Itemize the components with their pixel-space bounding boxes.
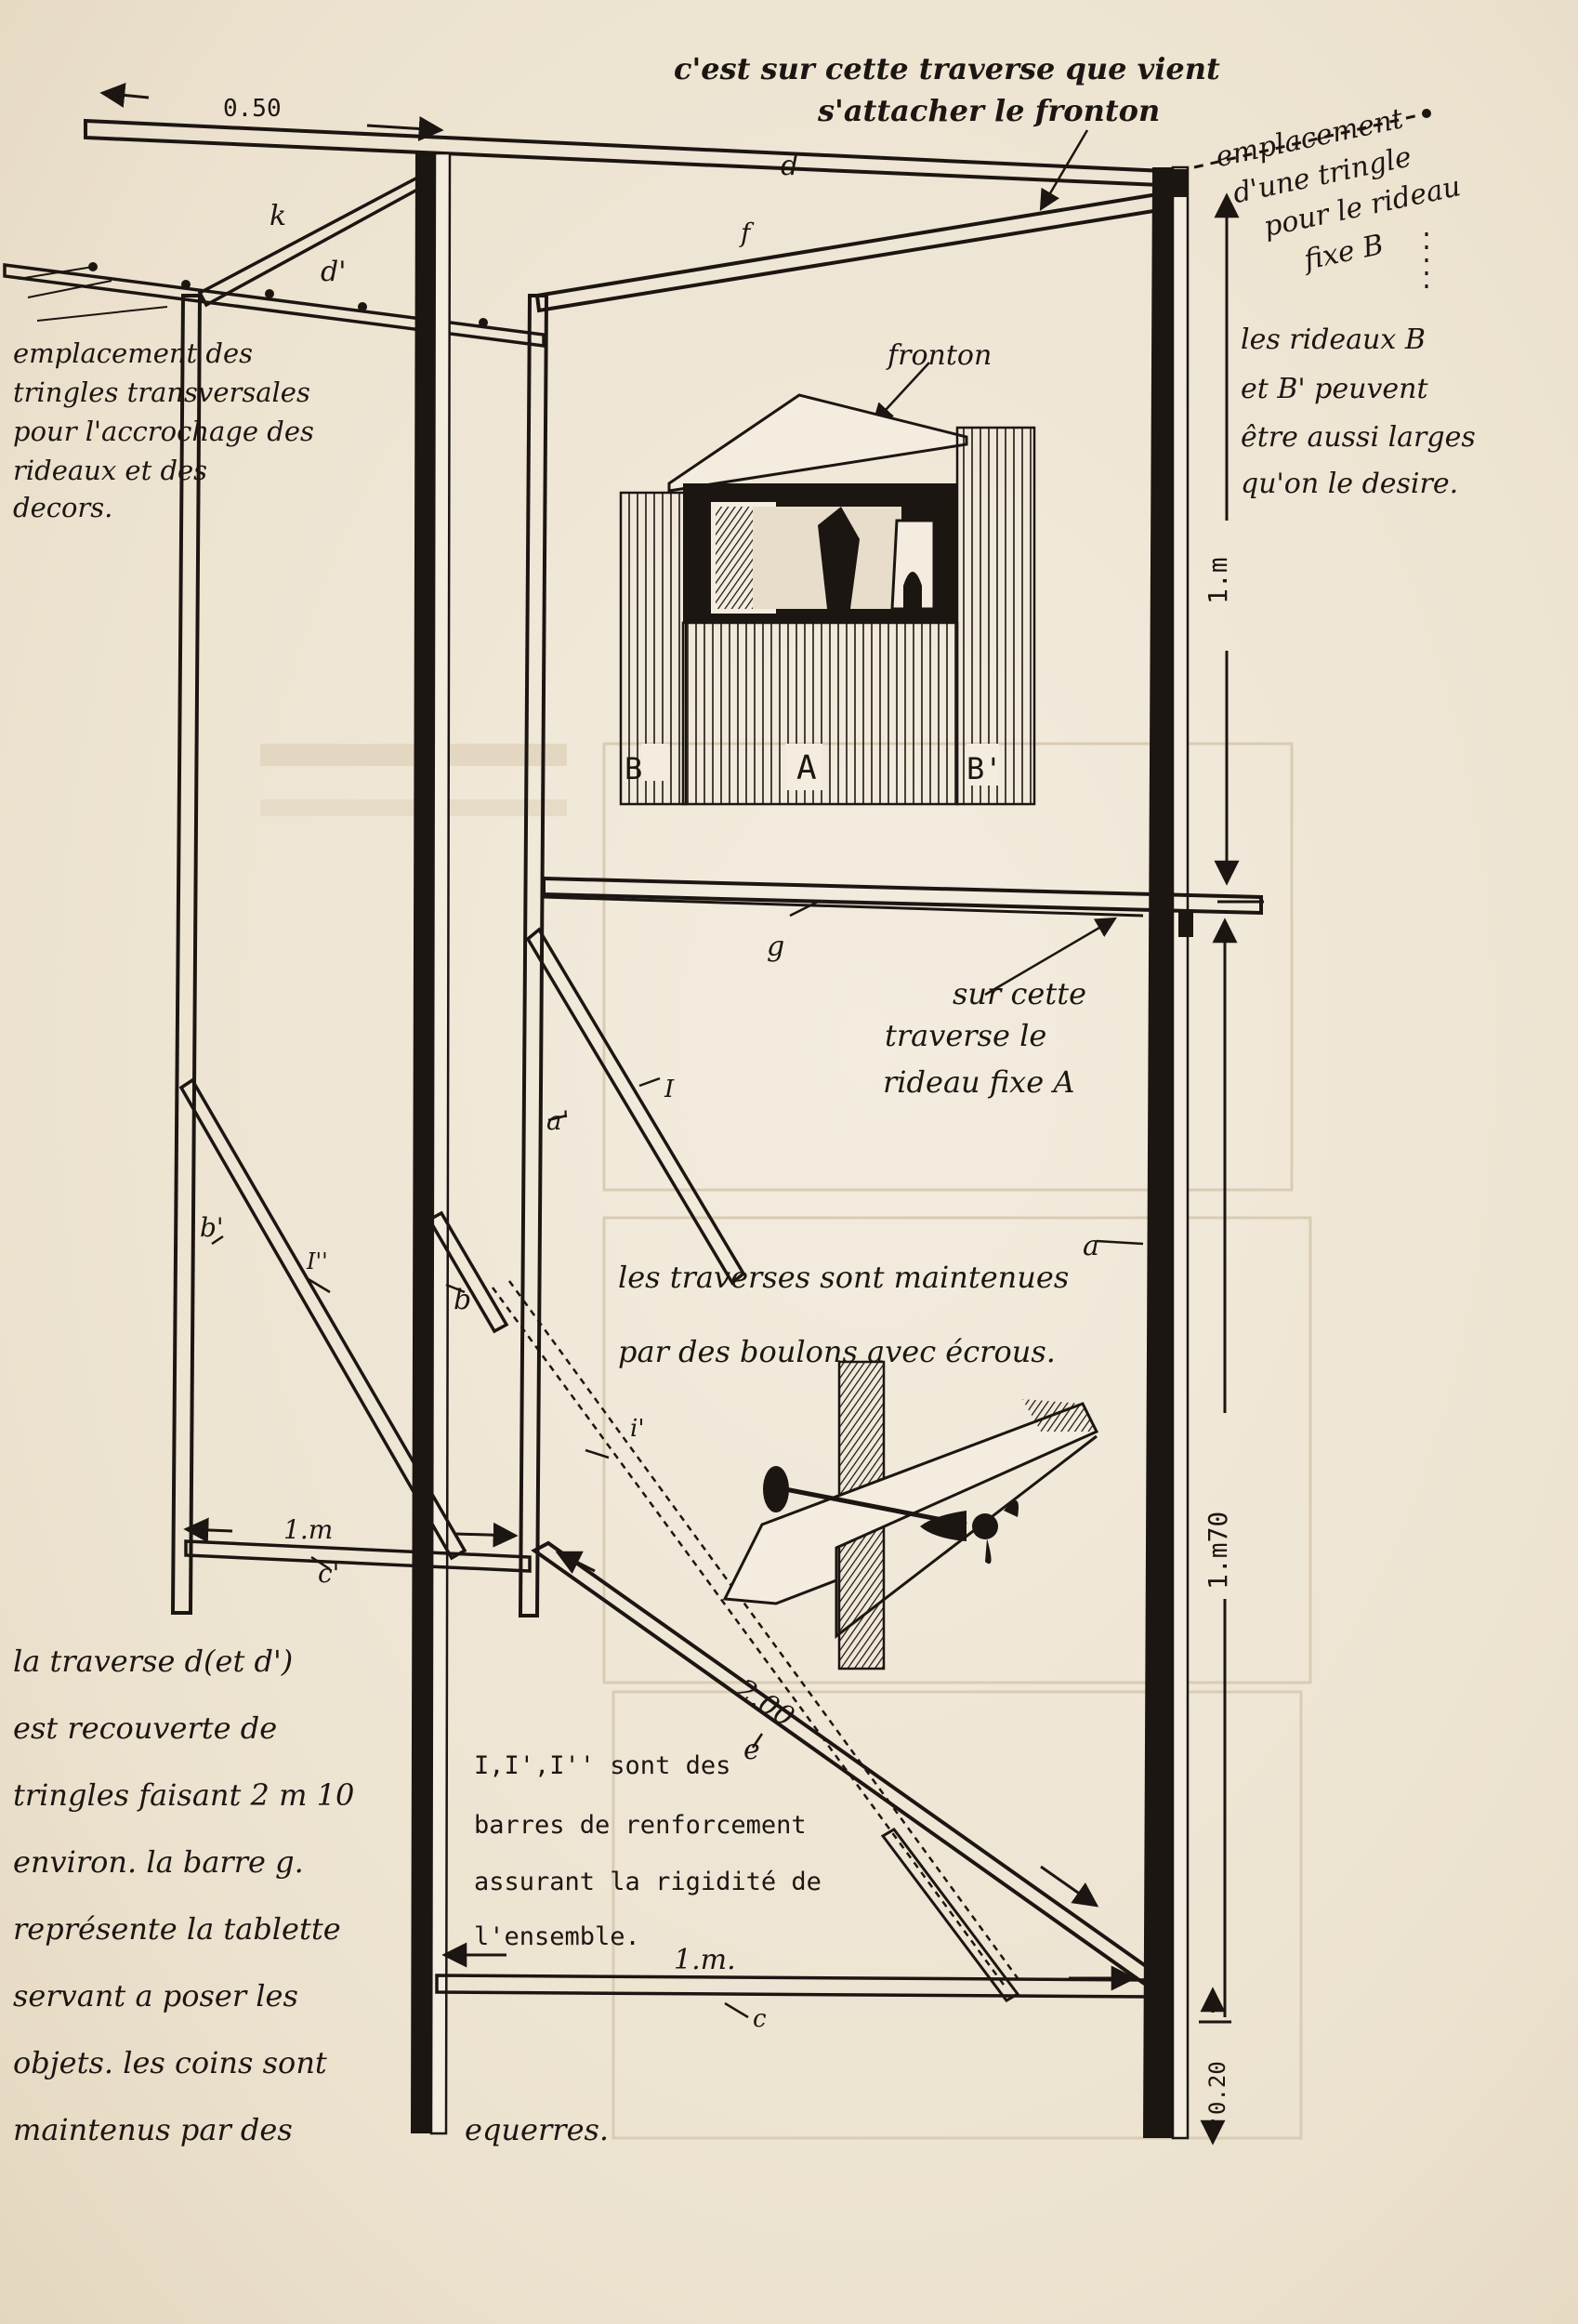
note-fronton: c'est sur cette traverse que vient s'att… xyxy=(674,51,1220,128)
label-e: e xyxy=(743,1734,760,1766)
note-curtains: les rideaux B et B' peuvent être aussi l… xyxy=(1241,324,1476,500)
svg-text:environ. la barre g.: environ. la barre g. xyxy=(13,1844,304,1880)
svg-text:fixe B: fixe B xyxy=(1299,229,1387,278)
label-i: I xyxy=(664,1076,675,1103)
rail-k xyxy=(197,172,430,308)
dim-bottom-left: 1.m xyxy=(283,1514,333,1545)
post-front-left xyxy=(411,153,437,2133)
svg-text:la traverse d(et d'): la traverse d(et d') xyxy=(13,1644,293,1679)
svg-text:l'ensemble.: l'ensemble. xyxy=(474,1922,640,1951)
note-fixed-curtain: sur cette traverse le rideau fixe A xyxy=(883,976,1086,1100)
rail-d-prime xyxy=(3,263,546,348)
label-a-prime: a' xyxy=(546,1105,569,1136)
svg-text:les rideaux B: les rideaux B xyxy=(1241,324,1426,356)
dimension-arrows xyxy=(99,82,1264,2146)
label-fronton: fronton xyxy=(886,339,992,372)
label-d-prime: d' xyxy=(321,256,346,288)
label-a: a xyxy=(1083,1230,1099,1262)
label-d: d xyxy=(781,150,798,182)
dim-height-upper: 1.m xyxy=(1203,557,1233,604)
svg-text:objets. les coins sont: objets. les coins sont xyxy=(13,2045,327,2080)
svg-text:decors.: decors. xyxy=(13,492,112,523)
svg-text:pour l'accrochage des: pour l'accrochage des xyxy=(13,416,314,447)
rail-d xyxy=(84,118,1188,189)
brace-e xyxy=(531,1540,1155,1986)
post-a xyxy=(1143,167,1173,2138)
svg-text:qu'on le desire.: qu'on le desire. xyxy=(1241,468,1458,500)
rail-c xyxy=(435,1974,1154,1999)
svg-text:s'attacher le fronton: s'attacher le fronton xyxy=(817,93,1160,128)
dim-height-lower: 1.m70 xyxy=(1203,1512,1233,1590)
label-curtain-a: A xyxy=(796,749,817,787)
label-curtain-b-prime: B' xyxy=(967,751,1003,786)
svg-text:maintenus par des: maintenus par des xyxy=(13,2112,293,2147)
pointer-lines xyxy=(211,129,1144,2019)
rail-c-prime xyxy=(184,1539,532,1573)
svg-text:rideau fixe A: rideau fixe A xyxy=(883,1064,1074,1100)
post-b-prime xyxy=(170,294,203,1615)
svg-text:servant a poser les: servant a poser les xyxy=(13,1978,298,2014)
svg-text:emplacement des: emplacement des xyxy=(13,337,253,369)
note-tringle: emplacement d'une tringle pour le rideau… xyxy=(1213,102,1464,278)
svg-text:traverse le: traverse le xyxy=(885,1018,1046,1053)
note-traverse: la traverse d(et d') est recouverte de t… xyxy=(13,1644,354,2147)
brace-i-prime-stub xyxy=(427,1210,509,1334)
label-curtain-b: B xyxy=(625,751,642,786)
svg-text:et B' peuvent: et B' peuvent xyxy=(1241,373,1428,405)
note-transversal: emplacement des tringles transversales p… xyxy=(13,337,314,523)
wing-nut xyxy=(972,1513,998,1539)
svg-text:représente la tablette: représente la tablette xyxy=(13,1911,341,1947)
shelf-g xyxy=(542,876,1263,916)
puppet-theater-illustration xyxy=(619,393,1036,806)
label-b-prime: b' xyxy=(200,1212,224,1243)
note-reinforcement: I,I',I'' sont des barres de renforcement… xyxy=(474,1751,822,1951)
svg-text:les traverses sont maintenues: les traverses sont maintenues xyxy=(618,1260,1069,1295)
dim-bottom-right: 1.m. xyxy=(674,1944,736,1976)
bolt-detail-illustration xyxy=(722,1360,1099,1670)
svg-text:sur cette: sur cette xyxy=(953,976,1086,1011)
label-g: g xyxy=(767,931,784,963)
svg-text:tringles faisant 2 m 10: tringles faisant 2 m 10 xyxy=(13,1777,354,1813)
frame xyxy=(3,109,1431,2140)
note-bolts: les traverses sont maintenues par des bo… xyxy=(618,1260,1069,1369)
post-a-prime xyxy=(518,294,549,1618)
label-c-prime: c' xyxy=(318,1558,339,1589)
curtain-b-prime xyxy=(955,426,1036,806)
note-equerres: equerres. xyxy=(465,2112,609,2147)
svg-text:I,I',I'' sont des: I,I',I'' sont des xyxy=(474,1751,730,1780)
fronton-pediment xyxy=(667,393,968,493)
dim-top-width: 0.50 xyxy=(223,95,282,123)
svg-text:assurant la rigidité de: assurant la rigidité de xyxy=(474,1868,822,1896)
label-i-double: I'' xyxy=(306,1248,328,1274)
label-i-prime: i' xyxy=(630,1415,644,1443)
label-f: f xyxy=(739,218,755,248)
brace-i xyxy=(525,927,746,1286)
bolt-head xyxy=(763,1466,789,1512)
svg-text:rideaux et des: rideaux et des xyxy=(13,455,207,486)
svg-text:tringles transversales: tringles transversales xyxy=(13,376,310,408)
page-bleed-through xyxy=(260,742,1312,2140)
rail-f xyxy=(534,188,1185,313)
svg-text:barres de renforcement: barres de renforcement xyxy=(474,1811,807,1840)
svg-text:est recouverte de: est recouverte de xyxy=(13,1710,277,1746)
label-c: c xyxy=(753,2005,767,2033)
brace-i-double xyxy=(178,1077,467,1561)
svg-text:être aussi larges: être aussi larges xyxy=(1241,421,1476,454)
label-k: k xyxy=(270,200,286,232)
svg-text:c'est sur cette traverse que v: c'est sur cette traverse que vient xyxy=(674,51,1220,86)
svg-text:par des boulons avec écrous.: par des boulons avec écrous. xyxy=(618,1334,1056,1369)
tringle-dashed-line xyxy=(1193,112,1427,169)
dim-base-offset: 0.20 xyxy=(1204,2061,1230,2115)
label-b: b xyxy=(454,1284,471,1316)
